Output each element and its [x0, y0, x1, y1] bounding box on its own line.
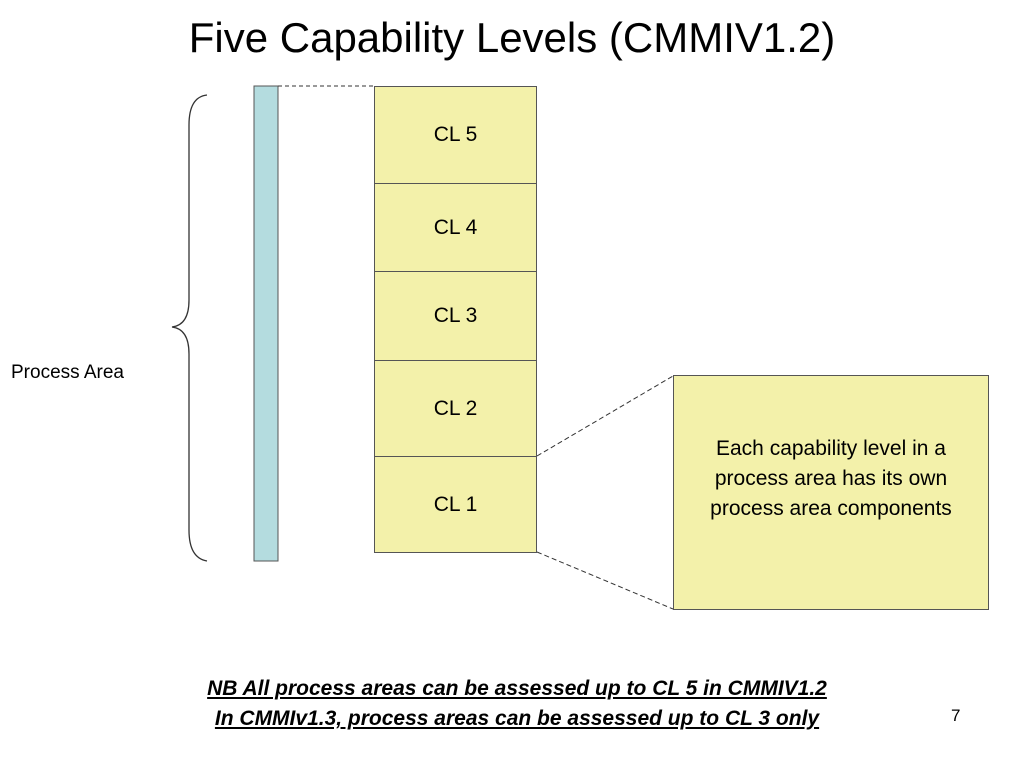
footnote-line-2: In CMMIv1.3, process areas can be assess…: [214, 707, 820, 730]
capability-level-5: CL 5: [375, 87, 536, 184]
callout-connector-top: [536, 375, 674, 457]
capability-level-stack: CL 5 CL 4 CL 3 CL 2 CL 1: [374, 86, 537, 553]
process-area-label: Process Area: [11, 362, 124, 383]
callout-connector-bottom: [536, 551, 674, 610]
capability-level-1: CL 1: [433, 492, 478, 516]
callout-box: Each capability level in a process area …: [673, 375, 989, 610]
footnote-line-1: NB All process areas can be assessed up …: [207, 677, 827, 700]
footnote: NB All process areas can be assessed up …: [0, 674, 1024, 734]
process-area-bar: [253, 85, 279, 562]
capability-level-2: CL 2: [375, 361, 536, 457]
slide-title: Five Capability Levels (CMMIV1.2): [188, 14, 836, 61]
capability-level-3: CL 3: [375, 272, 536, 361]
page-number: 7: [951, 706, 961, 725]
curly-brace: [171, 94, 208, 562]
capability-level-4: CL 4: [375, 184, 536, 272]
callout-text: Each capability level in a process area …: [710, 436, 952, 520]
